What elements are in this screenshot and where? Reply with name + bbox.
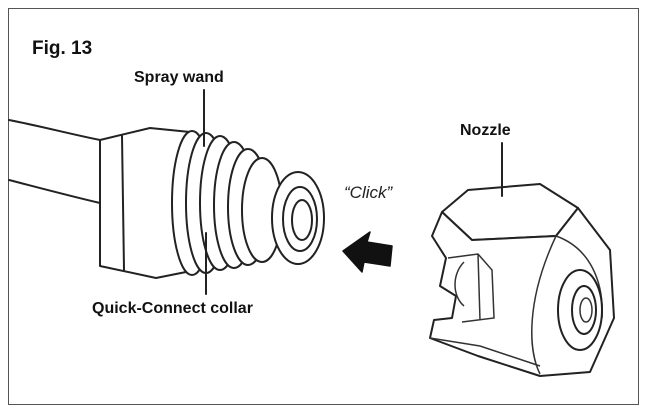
collar-label: Quick-Connect collar xyxy=(92,300,253,317)
click-label: “Click” xyxy=(344,183,393,202)
nozzle xyxy=(429,183,615,377)
spray-wand-label: Spray wand xyxy=(134,69,224,86)
nozzle-slot xyxy=(447,253,495,323)
nozzle-label: Nozzle xyxy=(460,122,511,139)
spray-wand xyxy=(8,119,197,279)
arrow-left-icon xyxy=(342,231,393,273)
nozzle-orifice xyxy=(571,285,597,335)
figure-title: Fig. 13 xyxy=(32,38,92,59)
quick-connect-collar xyxy=(171,130,325,276)
